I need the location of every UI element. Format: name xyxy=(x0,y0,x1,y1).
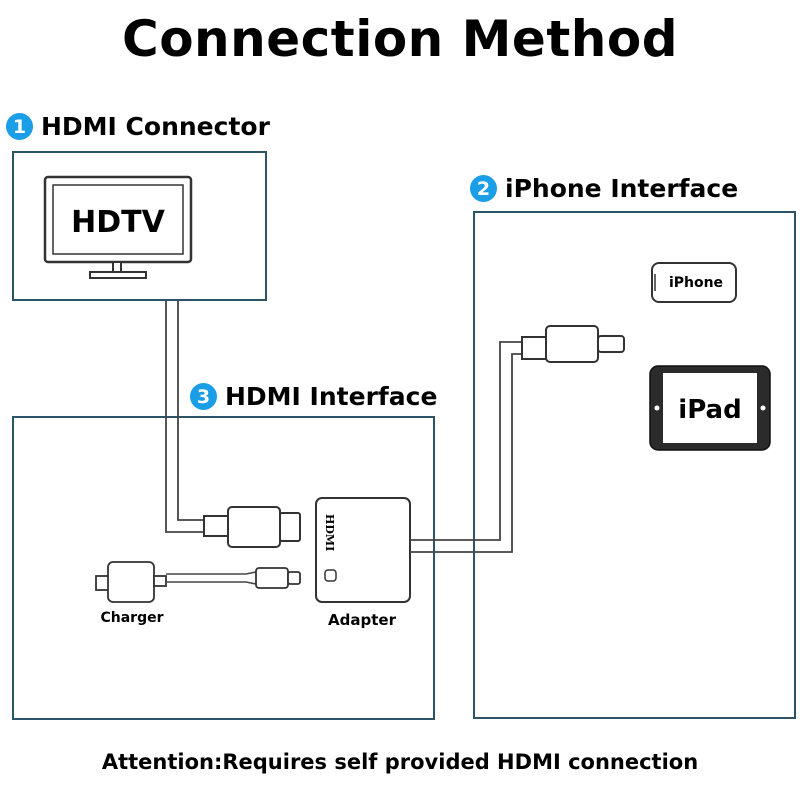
number-badge-1: 1 xyxy=(6,113,33,140)
frame-hdmi-connector xyxy=(12,151,267,301)
section-hdmi-connector-heading: 1 HDMI Connector xyxy=(6,112,270,141)
hdmi-adapter: HDMI xyxy=(315,497,411,603)
section-hdmi-interface-heading: 3 HDMI Interface xyxy=(190,382,437,411)
section-label-hdmi-interface: HDMI Interface xyxy=(225,382,438,411)
lightning-connector xyxy=(521,325,625,363)
frame-hdmi-interface xyxy=(12,416,435,720)
section-label-iphone-interface: iPhone Interface xyxy=(505,174,739,203)
number-badge-3: 3 xyxy=(190,383,217,410)
hdmi-plug xyxy=(203,506,301,548)
adapter-port-label: HDMI xyxy=(323,514,336,551)
ipad-label: iPad xyxy=(678,395,741,425)
lightning-cable xyxy=(410,341,522,553)
charger-lightning-plug xyxy=(255,567,301,589)
number-badge-2: 2 xyxy=(470,175,497,202)
adapter-charge-port xyxy=(324,569,337,582)
iphone-device: iPhone xyxy=(651,262,737,303)
ipad-device: iPad xyxy=(649,365,771,451)
frame-iphone-interface xyxy=(473,211,796,719)
attention-note: Attention:Requires self provided HDMI co… xyxy=(101,750,699,774)
hdtv-monitor: HDTV xyxy=(43,175,193,279)
section-label-hdmi-connector: HDMI Connector xyxy=(41,112,270,141)
iphone-label: iPhone xyxy=(669,275,723,291)
adapter-label: Adapter xyxy=(328,611,397,629)
section-iphone-interface-heading: 2 iPhone Interface xyxy=(470,174,738,203)
charger xyxy=(95,561,167,603)
hdmi-cable xyxy=(165,300,204,533)
charger-cable xyxy=(166,571,257,585)
diagram-title: Connection Method xyxy=(122,10,678,68)
charger-label: Charger xyxy=(100,610,163,626)
hdtv-label: HDTV xyxy=(71,205,165,240)
